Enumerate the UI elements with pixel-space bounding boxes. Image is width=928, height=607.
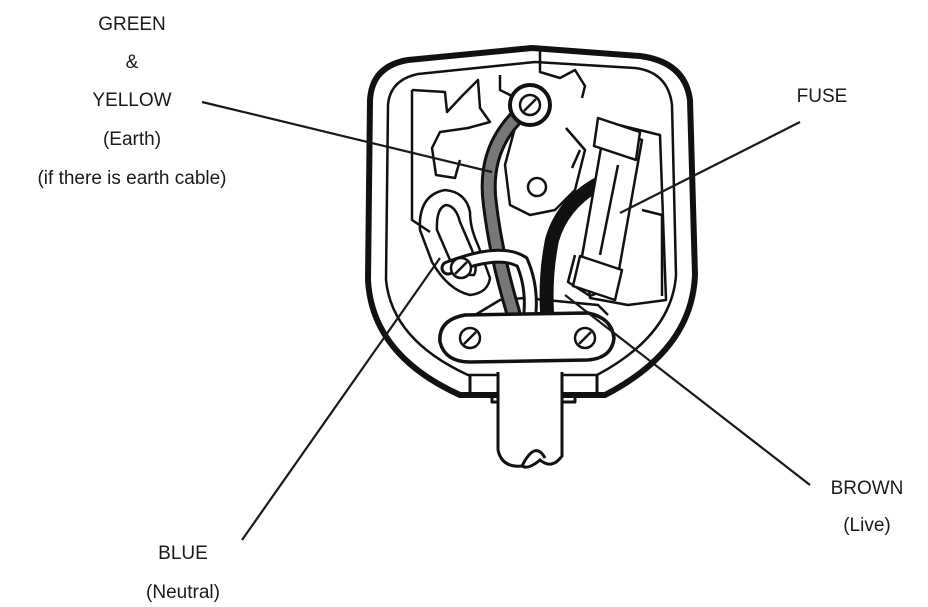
earth-terminal-block bbox=[503, 119, 587, 217]
neutral-label-line2: (Neutral) bbox=[146, 582, 220, 603]
earth-terminal-ridge bbox=[538, 50, 587, 99]
fuse bbox=[570, 116, 644, 302]
clamp-screw-left-slot bbox=[463, 331, 477, 345]
earth-screw-slot bbox=[523, 98, 537, 112]
neutral-label-line1: BLUE bbox=[158, 543, 208, 564]
earth-label-line1: GREEN bbox=[98, 14, 166, 35]
cord-clamp bbox=[438, 311, 616, 364]
earth-label-line5: (if there is earth cable) bbox=[37, 168, 226, 189]
live-label-line2: (Live) bbox=[843, 515, 891, 536]
earth-label-line4: (Earth) bbox=[103, 129, 161, 150]
fuse-clip-mark bbox=[570, 149, 582, 169]
fuse-label: FUSE bbox=[797, 86, 848, 107]
fuse-body-line bbox=[598, 164, 620, 256]
clamp-screw-right-slot bbox=[578, 331, 592, 345]
earth-label-line2: & bbox=[126, 52, 139, 73]
wires bbox=[440, 104, 603, 320]
fuse-leader bbox=[619, 121, 801, 214]
live-leader bbox=[564, 294, 811, 486]
neutral-wire bbox=[443, 251, 535, 317]
earth-block-hole bbox=[526, 176, 548, 198]
cable-sheath bbox=[496, 372, 564, 469]
live-label-line1: BROWN bbox=[831, 478, 904, 499]
terminals bbox=[438, 83, 616, 364]
fuse-top-cap bbox=[592, 116, 642, 162]
earth-leader bbox=[201, 100, 493, 174]
labels: GREEN & YELLOW (Earth) (if there is eart… bbox=[37, 14, 903, 603]
leader-lines bbox=[201, 100, 811, 541]
earth-wire bbox=[483, 107, 527, 317]
fuse-bottom-cap bbox=[571, 254, 624, 302]
neutral-terminal bbox=[418, 188, 492, 297]
neutral-terminal-inner bbox=[435, 203, 477, 277]
cable-end-cut bbox=[520, 449, 547, 467]
neutral-screw-slot bbox=[454, 261, 468, 275]
live-wire bbox=[539, 178, 603, 319]
neutral-leader bbox=[241, 257, 441, 541]
earth-label-line3: YELLOW bbox=[92, 90, 171, 111]
mains-cable bbox=[496, 372, 564, 469]
right-compartment bbox=[641, 208, 664, 296]
left-compartment bbox=[410, 78, 492, 234]
